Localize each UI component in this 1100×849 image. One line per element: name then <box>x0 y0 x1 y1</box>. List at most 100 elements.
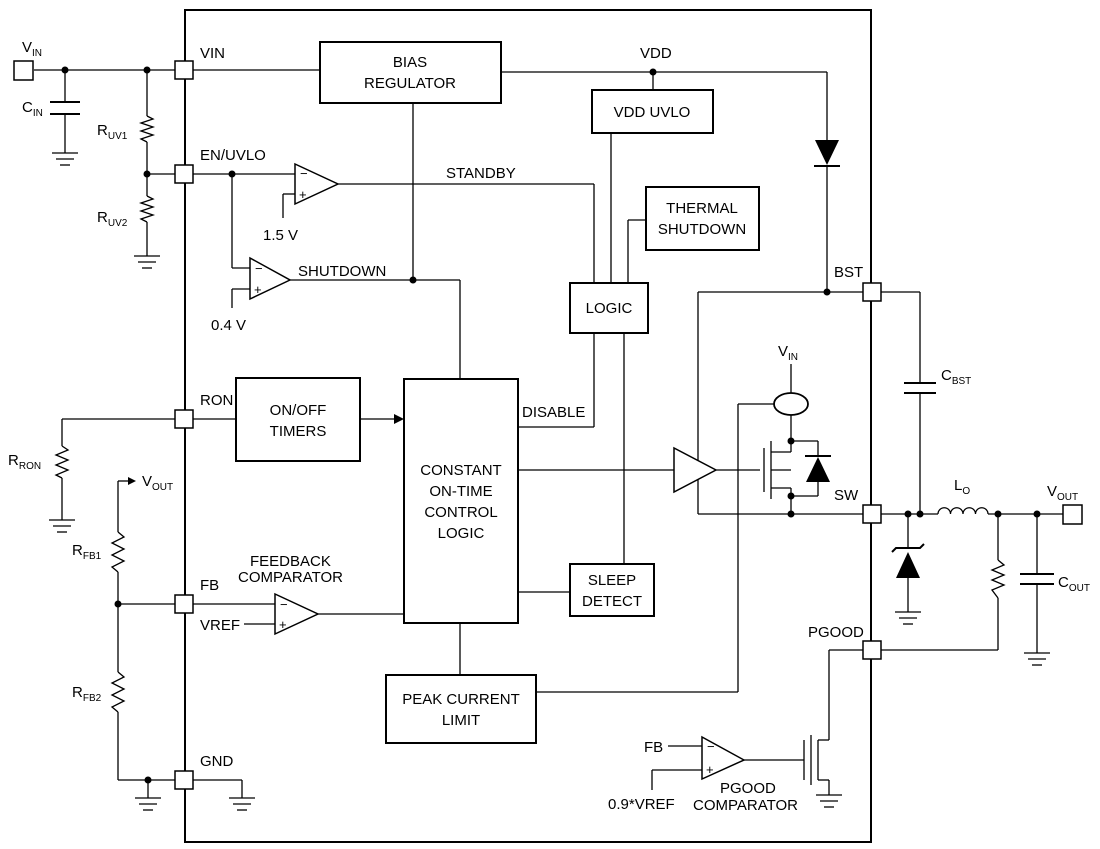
cbst-label: CBST <box>941 367 971 387</box>
ruv1-label: RUV1 <box>97 122 128 142</box>
block-label: LIMIT <box>442 712 480 729</box>
feedback-comparator-label: FEEDBACK <box>250 553 331 570</box>
en-uvlo-pin <box>174 164 194 184</box>
minus-sign: − <box>255 261 263 276</box>
block-label: CONSTANT <box>420 462 501 479</box>
en-shutdown-comparator <box>249 256 292 301</box>
block-label: SHUTDOWN <box>658 221 746 238</box>
on-off-timers-block: ON/OFF TIMERS <box>235 377 361 462</box>
vout-ext-label: VOUT <box>1047 483 1078 503</box>
block-label: VDD UVLO <box>614 104 691 121</box>
shutdown-label: SHUTDOWN <box>298 263 386 280</box>
sleep-detect-block: SLEEP DETECT <box>569 563 655 617</box>
ruv1-resistor <box>138 115 156 143</box>
block-label: CONTROL <box>424 504 497 521</box>
plus-sign: + <box>299 187 307 202</box>
vdd-uvlo-block: VDD UVLO <box>591 89 714 134</box>
block-label: TIMERS <box>270 423 327 440</box>
plus-sign: + <box>279 617 287 632</box>
rron-resistor <box>54 445 70 479</box>
block-label: SLEEP <box>588 572 636 589</box>
wiring <box>34 69 1063 798</box>
block-label: ON-TIME <box>429 483 492 500</box>
plus-sign: + <box>254 282 262 297</box>
pgood-pin <box>862 640 882 660</box>
vdd-label: VDD <box>640 45 672 62</box>
rfb1-label: RFB1 <box>72 542 102 562</box>
cout-label: COUT <box>1058 574 1090 594</box>
block-label: LOGIC <box>438 525 485 542</box>
bst-pin <box>862 282 882 302</box>
external-schottky-diode <box>891 543 925 578</box>
fb-pin <box>174 594 194 614</box>
pgood-comparator <box>701 735 746 781</box>
lo-label: LO <box>954 477 970 497</box>
bst-diode <box>814 140 840 167</box>
ruv2-resistor <box>138 195 156 223</box>
vref-label: VREF <box>200 617 240 634</box>
rfb2-resistor <box>110 671 126 713</box>
vout-arrow-head <box>128 477 136 485</box>
pin-label-vin: VIN <box>200 45 225 62</box>
pgood-comparator-label: PGOOD <box>720 780 776 797</box>
pgood-fb-label: FB <box>644 739 663 756</box>
vout-ext-terminal <box>1062 504 1083 525</box>
thermal-shutdown-block: THERMAL SHUTDOWN <box>645 186 760 251</box>
pin-label-ron: RON <box>200 392 233 409</box>
minus-sign: − <box>707 739 715 754</box>
feedback-comparator <box>274 592 320 636</box>
block-label: REGULATOR <box>364 75 456 92</box>
vout-fb-label: VOUT <box>142 473 173 493</box>
cot-control-logic-block: CONSTANT ON-TIME CONTROL LOGIC <box>403 378 519 624</box>
ron-pin <box>174 409 194 429</box>
pin-label-gnd: GND <box>200 753 234 770</box>
ref-1v5-label: 1.5 V <box>263 227 298 244</box>
pgood-pullup-resistor <box>990 559 1006 599</box>
block-label: DETECT <box>582 593 642 610</box>
en-standby-comparator <box>294 162 340 206</box>
standby-label: STANDBY <box>446 165 516 182</box>
pin-label-bst: BST <box>834 264 863 281</box>
current-sense-loop <box>773 392 809 416</box>
disable-label: DISABLE <box>522 404 585 421</box>
block-label: PEAK CURRENT <box>402 691 520 708</box>
cin-label: CIN <box>22 99 43 119</box>
ground-symbols <box>49 152 1050 811</box>
body-diode <box>805 455 831 482</box>
block-label: BIAS <box>393 54 427 71</box>
block-label: THERMAL <box>666 200 738 217</box>
cbst-capacitor <box>904 382 936 394</box>
block-label: LOGIC <box>586 300 633 317</box>
minus-sign: − <box>280 597 288 612</box>
vin-int-label: VIN <box>778 343 798 363</box>
block-label: ON/OFF <box>270 402 327 419</box>
pins <box>13 60 1083 790</box>
gnd-pin <box>174 770 194 790</box>
ref-0v4-label: 0.4 V <box>211 317 246 334</box>
cout-capacitor <box>1020 573 1054 585</box>
pgood-comparator-label: COMPARATOR <box>693 797 798 814</box>
sw-pin <box>862 504 882 524</box>
lo-inductor <box>937 507 989 515</box>
rfb2-label: RFB2 <box>72 684 102 704</box>
pin-label-pgood: PGOOD <box>808 624 864 641</box>
pin-label-fb: FB <box>200 577 219 594</box>
rron-label: RRON <box>8 452 41 472</box>
gate-driver <box>673 446 718 494</box>
bias-regulator-block: BIAS REGULATOR <box>319 41 502 104</box>
plus-sign: + <box>706 762 714 777</box>
timer-arrow-head <box>394 414 404 424</box>
vin-pin <box>174 60 194 80</box>
vin-ext-terminal <box>13 60 34 81</box>
feedback-comparator-label: COMPARATOR <box>238 569 343 586</box>
peak-current-limit-block: PEAK CURRENT LIMIT <box>385 674 537 744</box>
vin-ext-label: VIN <box>22 39 42 59</box>
rfb1-resistor <box>110 531 126 573</box>
ref-pgood-label: 0.9*VREF <box>608 796 675 813</box>
minus-sign: − <box>300 166 308 181</box>
junctions <box>61 66 1041 784</box>
cin-capacitor <box>50 101 80 115</box>
ruv2-label: RUV2 <box>97 209 128 229</box>
pin-label-sw: SW <box>834 487 859 504</box>
